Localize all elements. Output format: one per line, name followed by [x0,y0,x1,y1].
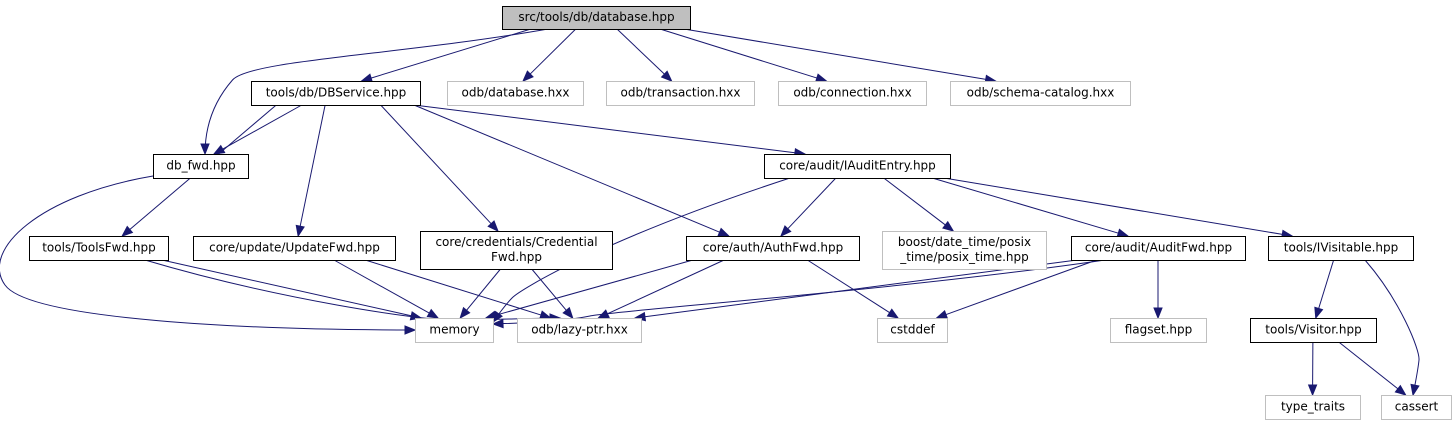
edge-root-to-odb_schema [683,28,997,84]
edge-dbservice-to-authfwd [413,104,731,237]
edge-ivisitable-to-visitor [1314,259,1335,320]
node-label: odb/connection.hxx [793,86,911,100]
node-box [1265,395,1361,420]
edge-visitor-to-cassert [1338,341,1407,396]
node-box [420,231,613,270]
node-label: odb/lazy-ptr.hxx [531,323,628,337]
node-posix_time: boost/date_time/posix_time/posix_time.hp… [882,231,1047,270]
node-label: core/credentials/Credential [435,235,597,249]
edge-iauditentry-to-auditfwd [932,177,1130,238]
node-odb_connection: odb/connection.hxx [778,81,927,106]
node-type_traits: type_traits [1265,395,1361,420]
edge-iauditentry-to-posix_time [883,177,955,232]
node-label: db_fwd.hpp [166,159,235,173]
node-visitor[interactable]: tools/Visitor.hpp [1250,318,1377,343]
node-box [193,236,396,261]
node-box [447,81,584,106]
node-box [950,81,1131,106]
node-authfwd[interactable]: core/auth/AuthFwd.hpp [686,236,860,261]
node-label: tools/Visitor.hpp [1265,323,1361,337]
node-box [29,236,169,261]
node-label: _time/posix_time.hpp [899,250,1029,264]
edge-updatefwd-to-memory [333,259,440,319]
edge-auditfwd-to-memory [491,259,1106,329]
node-box [502,6,691,30]
node-cstddef: cstddef [877,318,948,343]
node-box [606,81,755,106]
edge-root-to-db_fwd [200,28,549,156]
edge-auditfwd-to-cstddef [935,259,1097,319]
node-label: tools/db/DBService.hpp [266,86,407,100]
node-auditfwd[interactable]: core/audit/AuditFwd.hpp [1071,236,1246,261]
node-box [877,318,948,343]
edge-dbservice-to-credfwd [380,104,499,232]
node-box [1250,318,1377,343]
node-odb_database: odb/database.hxx [447,81,584,106]
node-box [778,81,927,106]
edge-auditfwd-to-flagset [1153,260,1163,320]
node-box [517,318,642,343]
node-label: type_traits [1281,400,1345,414]
node-box [1268,236,1414,261]
node-box [153,154,249,179]
node-label: cassert [1395,400,1439,414]
node-box [882,231,1047,270]
node-label: core/update/UpdateFwd.hpp [209,241,380,255]
node-dbservice[interactable]: tools/db/DBService.hpp [251,81,421,106]
nodes-layer: src/tools/db/database.hpp tools/db/DBServ… [29,6,1452,420]
edge-root-to-dbservice [360,28,532,83]
node-lazyptr: odb/lazy-ptr.hxx [517,318,642,343]
node-label: tools/ToolsFwd.hpp [42,241,156,255]
node-label: odb/database.hxx [462,86,570,100]
node-label: Fwd.hpp [491,250,542,264]
edge-dbservice-to-iauditentry [413,104,807,158]
edge-root-to-odb_transaction [616,28,673,82]
node-box [686,236,860,261]
edge-credfwd-to-lazyptr [531,268,574,320]
node-box [1071,236,1246,261]
node-label: tools/IVisitable.hpp [1284,241,1398,255]
edge-iauditentry-to-ivisitable [943,177,1294,239]
node-label: odb/transaction.hxx [620,86,740,100]
node-label: core/audit/AuditFwd.hpp [1085,241,1232,255]
node-iauditentry[interactable]: core/audit/IAuditEntry.hpp [764,154,951,179]
node-label: cstddef [890,323,935,337]
node-box [764,154,951,179]
edge-toolsfwd-to-memory [161,259,423,321]
node-flagset: flagset.hpp [1110,318,1207,343]
node-cassert: cassert [1381,395,1452,420]
node-toolsfwd[interactable]: tools/ToolsFwd.hpp [29,236,169,261]
node-root[interactable]: src/tools/db/database.hpp [502,6,691,30]
node-label: boost/date_time/posix [898,235,1031,249]
edge-db_fwd-to-memory [0,175,417,335]
node-box [415,318,494,343]
node-label: core/audit/IAuditEntry.hpp [779,159,936,173]
node-label: core/auth/AuthFwd.hpp [703,241,843,255]
node-box [251,81,421,106]
node-box [1381,395,1452,420]
node-label: memory [429,323,479,337]
node-odb_schema: odb/schema-catalog.hxx [950,81,1131,106]
node-ivisitable[interactable]: tools/IVisitable.hpp [1268,236,1414,261]
node-odb_transaction: odb/transaction.hxx [606,81,755,106]
edges-layer [0,28,1420,397]
edge-visitor-to-type_traits [1307,341,1318,397]
edge-root-to-odb_database [522,28,577,82]
edge-root-to-odb_connection [659,28,828,83]
edge-credfwd-to-memory [459,268,501,320]
node-box [1110,318,1207,343]
node-label: src/tools/db/database.hpp [518,10,674,24]
edge-ivisitable-to-cassert [1364,259,1420,397]
edge-iauditentry-to-authfwd [780,177,837,237]
edge-authfwd-to-cstddef [807,259,900,319]
node-memory: memory [415,318,494,343]
node-label: odb/schema-catalog.hxx [967,86,1115,100]
node-label: flagset.hpp [1125,323,1193,337]
edge-dbservice-to-updatefwd [295,104,326,238]
node-updatefwd[interactable]: core/update/UpdateFwd.hpp [193,236,396,261]
edge-authfwd-to-memory [484,259,694,320]
node-db_fwd[interactable]: db_fwd.hpp [153,154,249,179]
